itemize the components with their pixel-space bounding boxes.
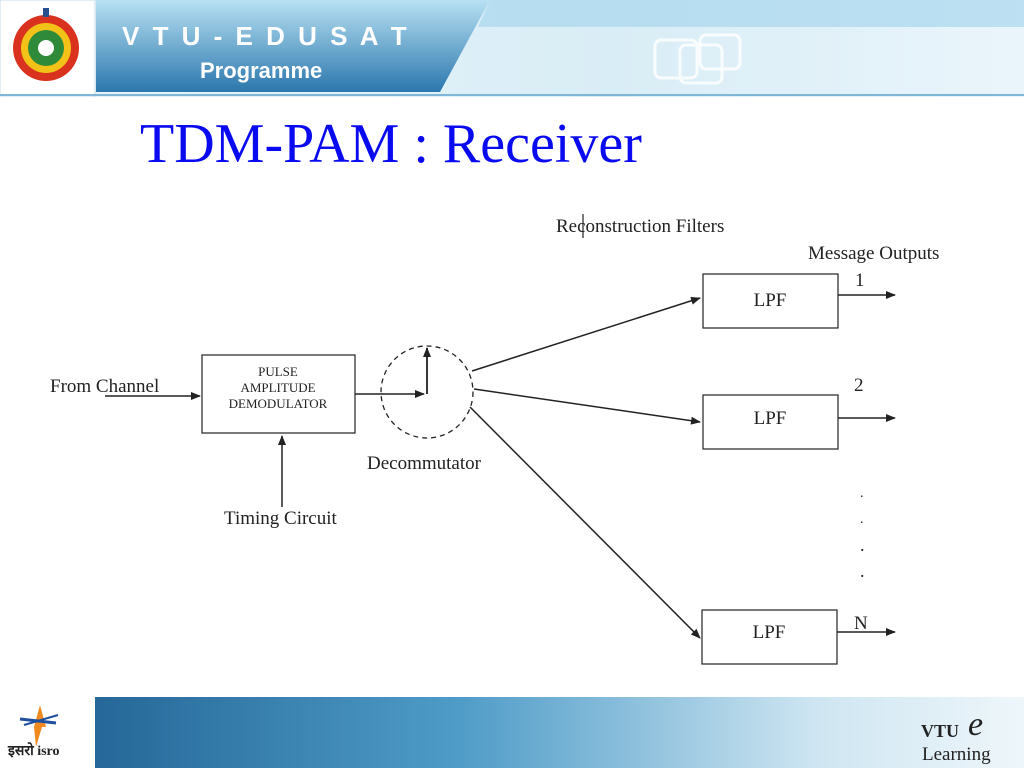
demod-line-2: AMPLITUDE xyxy=(240,380,315,395)
output-number-2: 2 xyxy=(854,375,864,396)
input-label: From Channel xyxy=(50,376,159,397)
demod-line-1: PULSE xyxy=(258,364,298,379)
program-name: V T U - E D U S A T xyxy=(122,21,410,51)
overlapping-squares-icon xyxy=(653,33,742,85)
lpf-label-2: LPF xyxy=(754,408,787,429)
output-number-n: N xyxy=(854,613,868,634)
isro-logo-text: इसरो isro xyxy=(7,742,60,759)
isro-rocket-icon xyxy=(19,705,59,747)
vtu-learning-bottom: Learning xyxy=(922,744,991,765)
timing-label: Timing Circuit xyxy=(224,508,338,529)
slide-title: TDM-PAM : Receiver xyxy=(140,113,642,175)
ellipsis-dot-4: . xyxy=(860,561,865,581)
lpf-label-n: LPF xyxy=(753,622,786,643)
program-subtitle: Programme xyxy=(200,58,322,83)
ellipsis-dot-2: . xyxy=(860,512,864,527)
decommutator-circle xyxy=(380,345,474,439)
decommutator-label: Decommutator xyxy=(367,453,482,474)
vtu-learning-top: VTU xyxy=(921,721,959,741)
ellipsis-dot-3: . xyxy=(860,535,865,555)
output-number-1: 1 xyxy=(855,270,865,291)
branch-arrow-1 xyxy=(471,296,701,372)
vtu-learning-e: e xyxy=(968,706,983,743)
vtu-e-learning-icon: VTU e Learning xyxy=(921,706,991,765)
lpf-label-1: LPF xyxy=(754,290,787,311)
vtu-emblem-icon xyxy=(13,8,79,81)
lpf-box-n xyxy=(701,609,838,665)
outputs-label: Message Outputs xyxy=(808,243,939,264)
lpf-box-2 xyxy=(702,394,839,450)
header-banner: V T U - E D U S A T Programme xyxy=(0,0,1024,97)
branch-arrow-n xyxy=(469,406,701,639)
branch-arrow-2 xyxy=(473,388,701,425)
ellipsis-dot-1: . xyxy=(860,486,864,501)
reconstruction-label: Reconstruction Filters xyxy=(556,216,724,237)
tdm-pam-receiver-diagram: From Channel PULSE AMPLITUDE DEMODULATOR… xyxy=(50,214,939,665)
lpf-box-1 xyxy=(702,273,839,329)
footer-banner: इसरो isro VTU e Learning xyxy=(0,697,1024,768)
demod-line-3: DEMODULATOR xyxy=(229,396,328,411)
